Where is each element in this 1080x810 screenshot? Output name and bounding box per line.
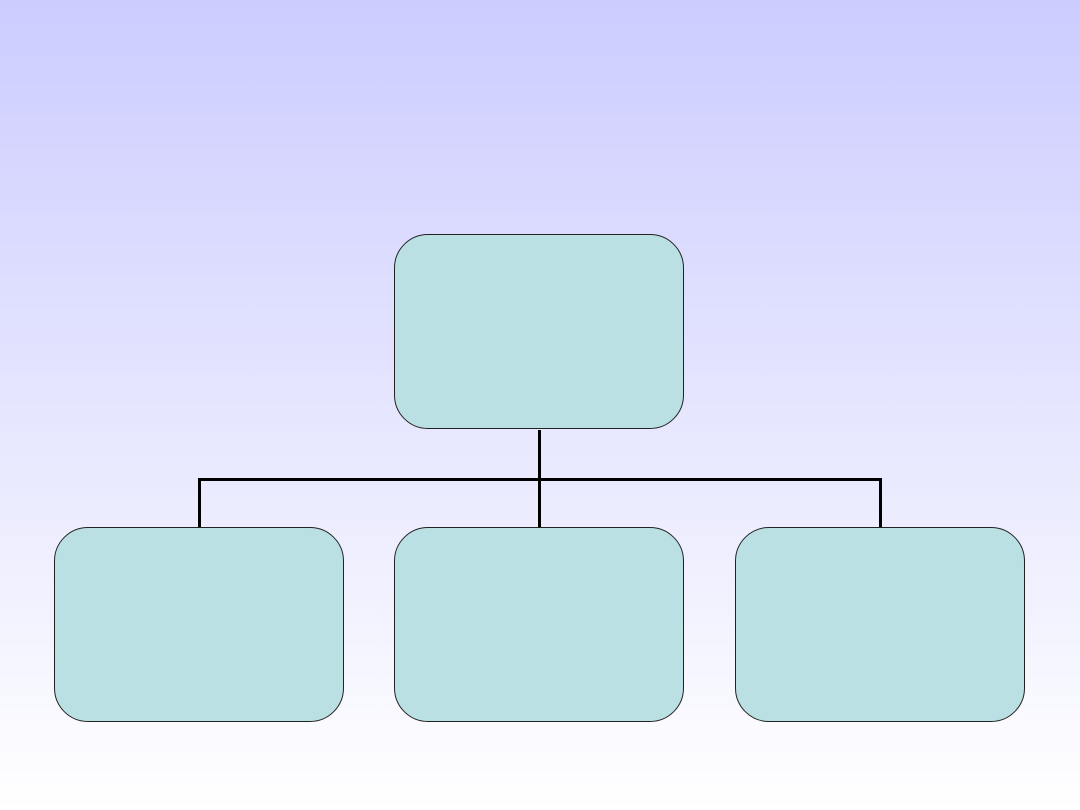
connector-horizontal-bar — [198, 478, 882, 481]
root-node[interactable] — [394, 234, 684, 429]
child-node-1[interactable] — [54, 527, 344, 722]
connector-child-3 — [879, 478, 882, 528]
child-node-3[interactable] — [735, 527, 1025, 722]
child-node-2[interactable] — [394, 527, 684, 722]
connector-child-1 — [198, 478, 201, 528]
